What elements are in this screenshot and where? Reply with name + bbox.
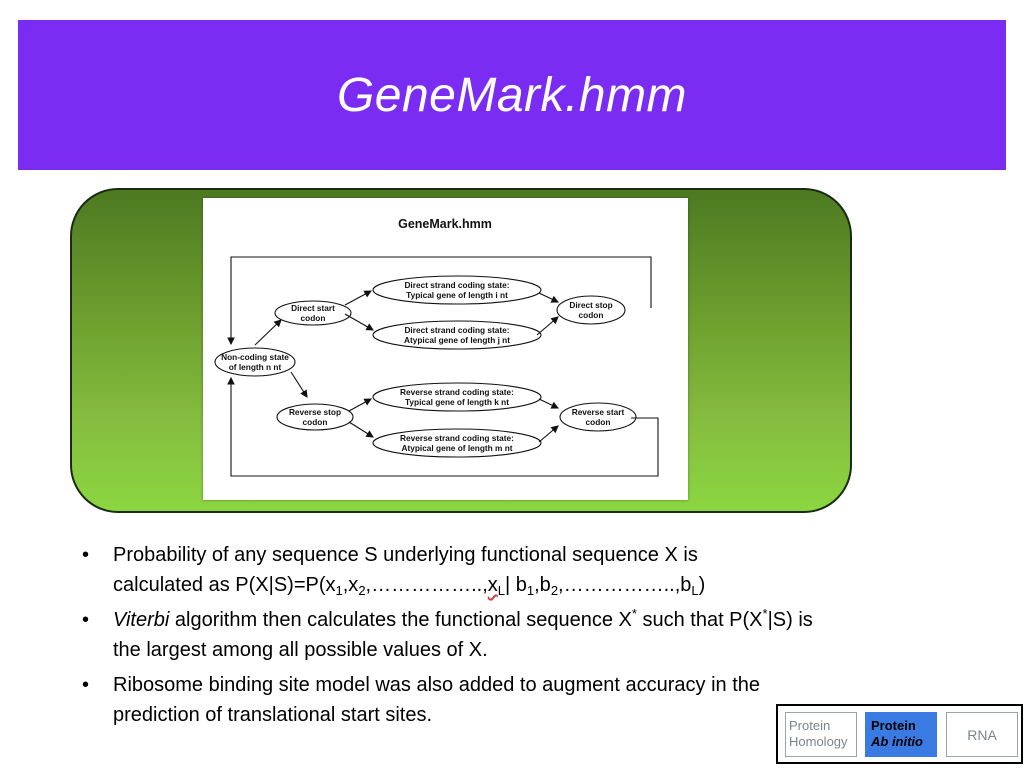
arrow-atypical-to-direct-stop: [536, 316, 559, 336]
label-direct-stop-1: Direct stop: [569, 300, 612, 310]
arrow-direct-stop-to-noncoding: [227, 256, 652, 346]
state-noncoding: [214, 347, 296, 377]
state-reverse-stop: [276, 403, 354, 431]
label-direct-typical-2: Typical gene of length i nt: [406, 290, 508, 300]
label-direct-stop-2: codon: [579, 310, 604, 320]
arrow-direct-start-to-typical: [344, 290, 372, 306]
label-direct-atypical-1: Direct strand coding state:: [404, 325, 509, 335]
state-reverse-start: [559, 402, 637, 432]
underlined-xl: xL: [487, 574, 506, 598]
state-direct-atypical: [372, 320, 542, 350]
legend-protein-ab-initio: Protein Ab initio: [865, 712, 937, 757]
label-direct-start-1: Direct start: [291, 303, 335, 313]
state-diagram: GeneMark.hmm: [214, 217, 659, 477]
label-noncoding-2: of length n nt: [229, 362, 282, 372]
label-reverse-stop-2: codon: [303, 417, 328, 427]
slide-title: GeneMark.hmm: [336, 68, 688, 122]
bullet-probability: Probability of any sequence S underlying…: [82, 540, 842, 600]
diagram-title: GeneMark.hmm: [398, 217, 492, 231]
state-direct-start: [274, 300, 352, 326]
label-reverse-stop-1: Reverse stop: [289, 407, 341, 417]
bullet-list: Probability of any sequence S underlying…: [82, 540, 842, 735]
label-direct-typical-1: Direct strand coding state:: [404, 280, 509, 290]
label-direct-atypical-2: Atypical gene of length j nt: [404, 335, 510, 345]
label-reverse-atypical-1: Reverse strand coding state:: [400, 433, 514, 443]
arrow-noncoding-to-reverse-stop: [290, 371, 308, 398]
arrow-typical-to-reverse-start: [538, 398, 559, 409]
label-direct-start-2: codon: [301, 313, 326, 323]
label-reverse-typical-1: Reverse strand coding state:: [400, 387, 514, 397]
arrow-atypical-to-reverse-start: [538, 425, 559, 443]
state-reverse-typical: [372, 382, 542, 412]
arrow-noncoding-to-direct-start: [254, 319, 282, 346]
arrow-typical-to-direct-stop: [538, 292, 559, 303]
label-reverse-start-2: codon: [586, 417, 611, 427]
arrow-reverse-stop-to-typical: [348, 398, 372, 412]
title-band: GeneMark.hmm: [18, 20, 1006, 170]
label-reverse-atypical-2: Atypical gene of length m nt: [401, 443, 512, 453]
label-noncoding-1: Non-coding state: [221, 352, 289, 362]
state-direct-typical: [372, 275, 542, 305]
legend-protein-homology: Protein Homology: [785, 712, 857, 757]
state-reverse-atypical: [372, 428, 542, 458]
category-legend: Protein Homology Protein Ab initio RNA: [776, 704, 1023, 764]
genemark-diagram: GeneMark.hmm: [203, 198, 688, 500]
arrow-reverse-start-to-noncoding: [227, 376, 659, 477]
state-direct-stop: [556, 295, 626, 325]
label-reverse-typical-2: Typical gene of length k nt: [405, 397, 509, 407]
legend-rna: RNA: [946, 712, 1018, 757]
bullet-viterbi: Viterbi algorithm then calculates the fu…: [82, 605, 842, 665]
bullet-ribosome: Ribosome binding site model was also add…: [82, 670, 842, 730]
arrow-reverse-stop-to-atypical: [348, 421, 374, 438]
label-reverse-start-1: Reverse start: [572, 407, 625, 417]
